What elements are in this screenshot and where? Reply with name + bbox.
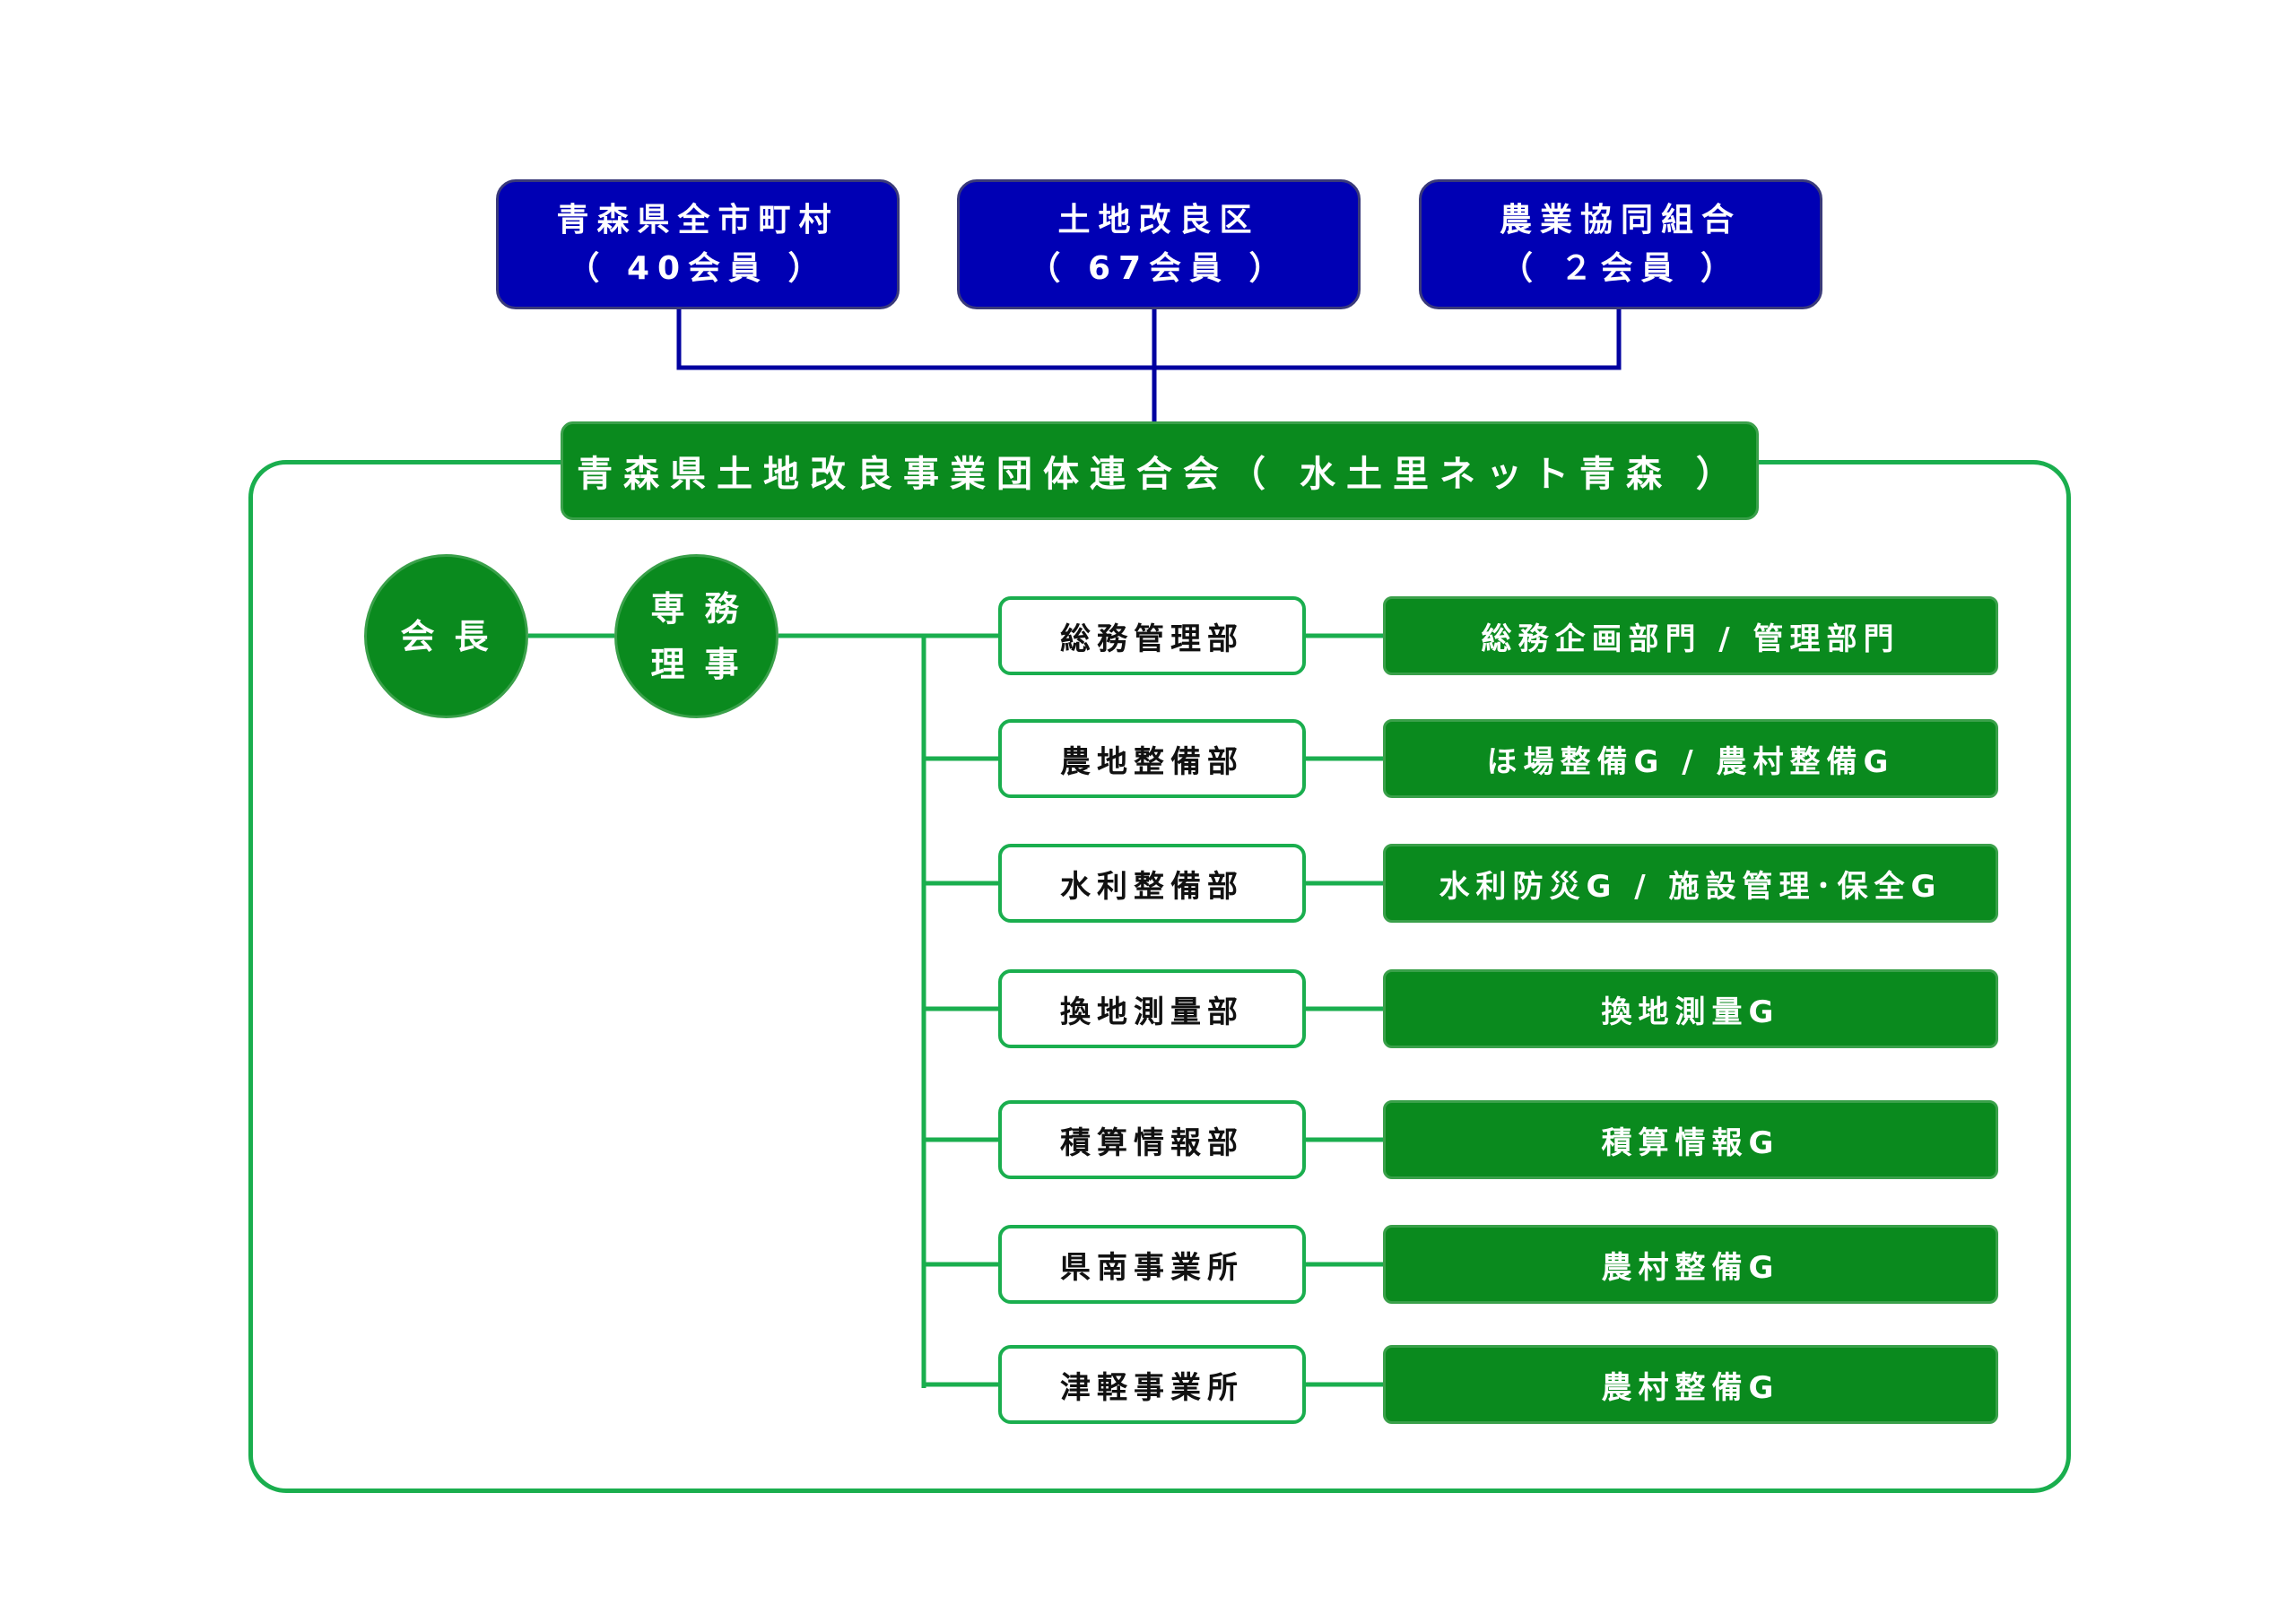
member-count: （ ２会員 ）	[1500, 249, 1742, 287]
president-label: 会長	[400, 616, 509, 656]
group-box: 農村整備G	[1383, 1345, 1998, 1424]
member-box-agricultural-cooperatives: 農業協同組合 （ ２会員 ）	[1419, 179, 1822, 309]
member-count: （ 40会員 ）	[567, 249, 829, 287]
member-box-municipalities: 青森県全市町村 （ 40会員 ）	[496, 179, 900, 309]
federation-title: 青森県土地改良事業団体連合会（ 水土里ネット青森 ）	[561, 421, 1759, 520]
department-box: 津軽事業所	[998, 1345, 1306, 1424]
department-box: 換地測量部	[998, 969, 1306, 1048]
president-circle: 会長	[364, 554, 528, 718]
member-box-land-improvement-districts: 土地改良区 （ 67会員 ）	[957, 179, 1361, 309]
group-box: 換地測量G	[1383, 969, 1998, 1048]
executive-director-circle: 専務 理事	[614, 554, 778, 718]
group-box: ほ場整備G / 農村整備G	[1383, 719, 1998, 798]
department-box: 総務管理部	[998, 596, 1306, 675]
group-box: 総務企画部門 / 管理部門	[1383, 596, 1998, 675]
department-box: 水利整備部	[998, 844, 1306, 923]
member-name: 土地改良区	[1057, 201, 1260, 239]
department-box: 農地整備部	[998, 719, 1306, 798]
department-box: 県南事業所	[998, 1225, 1306, 1304]
director-label-line1: 専務	[650, 588, 759, 629]
group-box: 積算情報G	[1383, 1100, 1998, 1179]
director-label-line2: 理事	[650, 644, 759, 684]
member-count: （ 67会員 ）	[1028, 249, 1290, 287]
department-box: 積算情報部	[998, 1100, 1306, 1179]
member-connector	[676, 309, 1622, 370]
group-box: 農村整備G	[1383, 1225, 1998, 1304]
group-box: 水利防災G / 施設管理･保全G	[1383, 844, 1998, 923]
member-name: 青森県全市町村	[556, 201, 839, 239]
member-name: 農業協同組合	[1499, 201, 1742, 239]
